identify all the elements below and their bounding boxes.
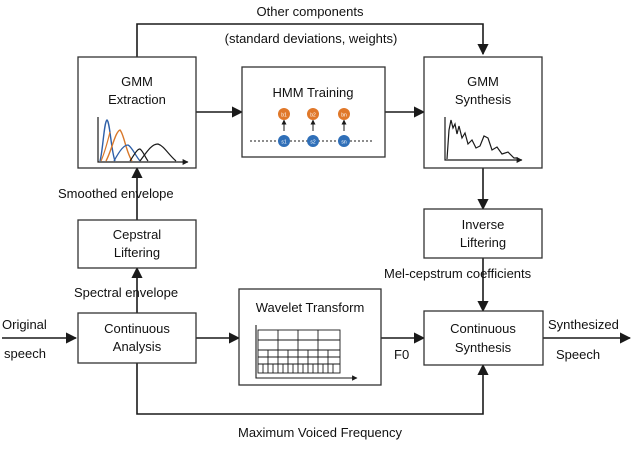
gmm-components-plot-icon xyxy=(97,117,189,165)
hmm-training-label: HMM Training xyxy=(273,85,354,100)
mel-cepstrum-label: Mel-cepstrum coefficients xyxy=(384,266,532,281)
hmm-output-b2-label: b2 xyxy=(310,113,316,119)
continuous-synthesis-label-line1: Continuous xyxy=(450,321,516,336)
synthesized-envelope-plot-icon xyxy=(444,117,523,163)
hmm-state-chain-icon: b1 b2 bn s1 s2 sn xyxy=(250,108,372,147)
hmm-state-sn xyxy=(338,135,350,147)
inverse-liftering-label-line2: Liftering xyxy=(460,235,506,250)
gmm-synthesis-label-line1: GMM xyxy=(467,74,499,89)
wavelet-transform-label: Wavelet Transform xyxy=(256,300,365,315)
hmm-state-s1-label: s1 xyxy=(281,140,287,146)
continuous-analysis-label-line2: Analysis xyxy=(113,339,162,354)
arrow-max-voiced-frequency xyxy=(136,363,489,415)
gmm-extraction-label-line2: Extraction xyxy=(108,92,166,107)
inverse-liftering-label-line1: Inverse xyxy=(462,217,505,232)
hmm-state-s2 xyxy=(307,135,319,147)
gmm-synthesis-label-line2: Synthesis xyxy=(455,92,512,107)
continuous-analysis-block: Continuous Analysis xyxy=(77,312,197,364)
original-speech-label-line2: speech xyxy=(4,346,46,361)
gmm-synthesis-block: GMM Synthesis xyxy=(423,56,543,169)
hmm-output-bn xyxy=(338,108,350,120)
hmm-output-bn-label: bn xyxy=(341,113,347,119)
inverse-liftering-block: Inverse Liftering xyxy=(423,208,543,259)
other-components-label: Other components xyxy=(257,4,364,19)
arrow-other-components xyxy=(136,23,489,57)
cepstral-liftering-block: Cepstral Liftering xyxy=(77,219,197,269)
gmm-extraction-block: GMM Extraction xyxy=(77,56,197,169)
hmm-training-block: HMM Training b1 b2 bn s1 s2 sn xyxy=(241,66,386,158)
continuous-analysis-label-line1: Continuous xyxy=(104,321,170,336)
synthesized-speech-label-line1: Synthesized xyxy=(548,317,619,332)
gmm-extraction-label-line1: GMM xyxy=(121,74,153,89)
cepstral-liftering-label-line1: Cepstral xyxy=(113,227,162,242)
f0-label: F0 xyxy=(394,347,409,362)
synthesized-speech-label-line2: Speech xyxy=(556,347,600,362)
hmm-state-s2-label: s2 xyxy=(310,140,316,146)
smoothed-envelope-label: Smoothed envelope xyxy=(58,186,174,201)
original-speech-label-line1: Original xyxy=(2,317,47,332)
hmm-output-b1-label: b1 xyxy=(281,113,287,119)
wavelet-grid-icon xyxy=(255,325,358,381)
hmm-state-s1 xyxy=(278,135,290,147)
wavelet-transform-block: Wavelet Transform xyxy=(238,288,382,386)
max-voiced-frequency-label: Maximum Voiced Frequency xyxy=(238,425,403,440)
other-components-detail-label: (standard deviations, weights) xyxy=(225,31,398,46)
hmm-output-b1 xyxy=(278,108,290,120)
hmm-state-sn-label: sn xyxy=(341,140,347,146)
continuous-synthesis-label-line2: Synthesis xyxy=(455,340,512,355)
continuous-synthesis-block: Continuous Synthesis xyxy=(423,310,544,366)
spectral-envelope-label: Spectral envelope xyxy=(74,285,178,300)
hmm-output-b2 xyxy=(307,108,319,120)
cepstral-liftering-label-line2: Liftering xyxy=(114,245,160,260)
